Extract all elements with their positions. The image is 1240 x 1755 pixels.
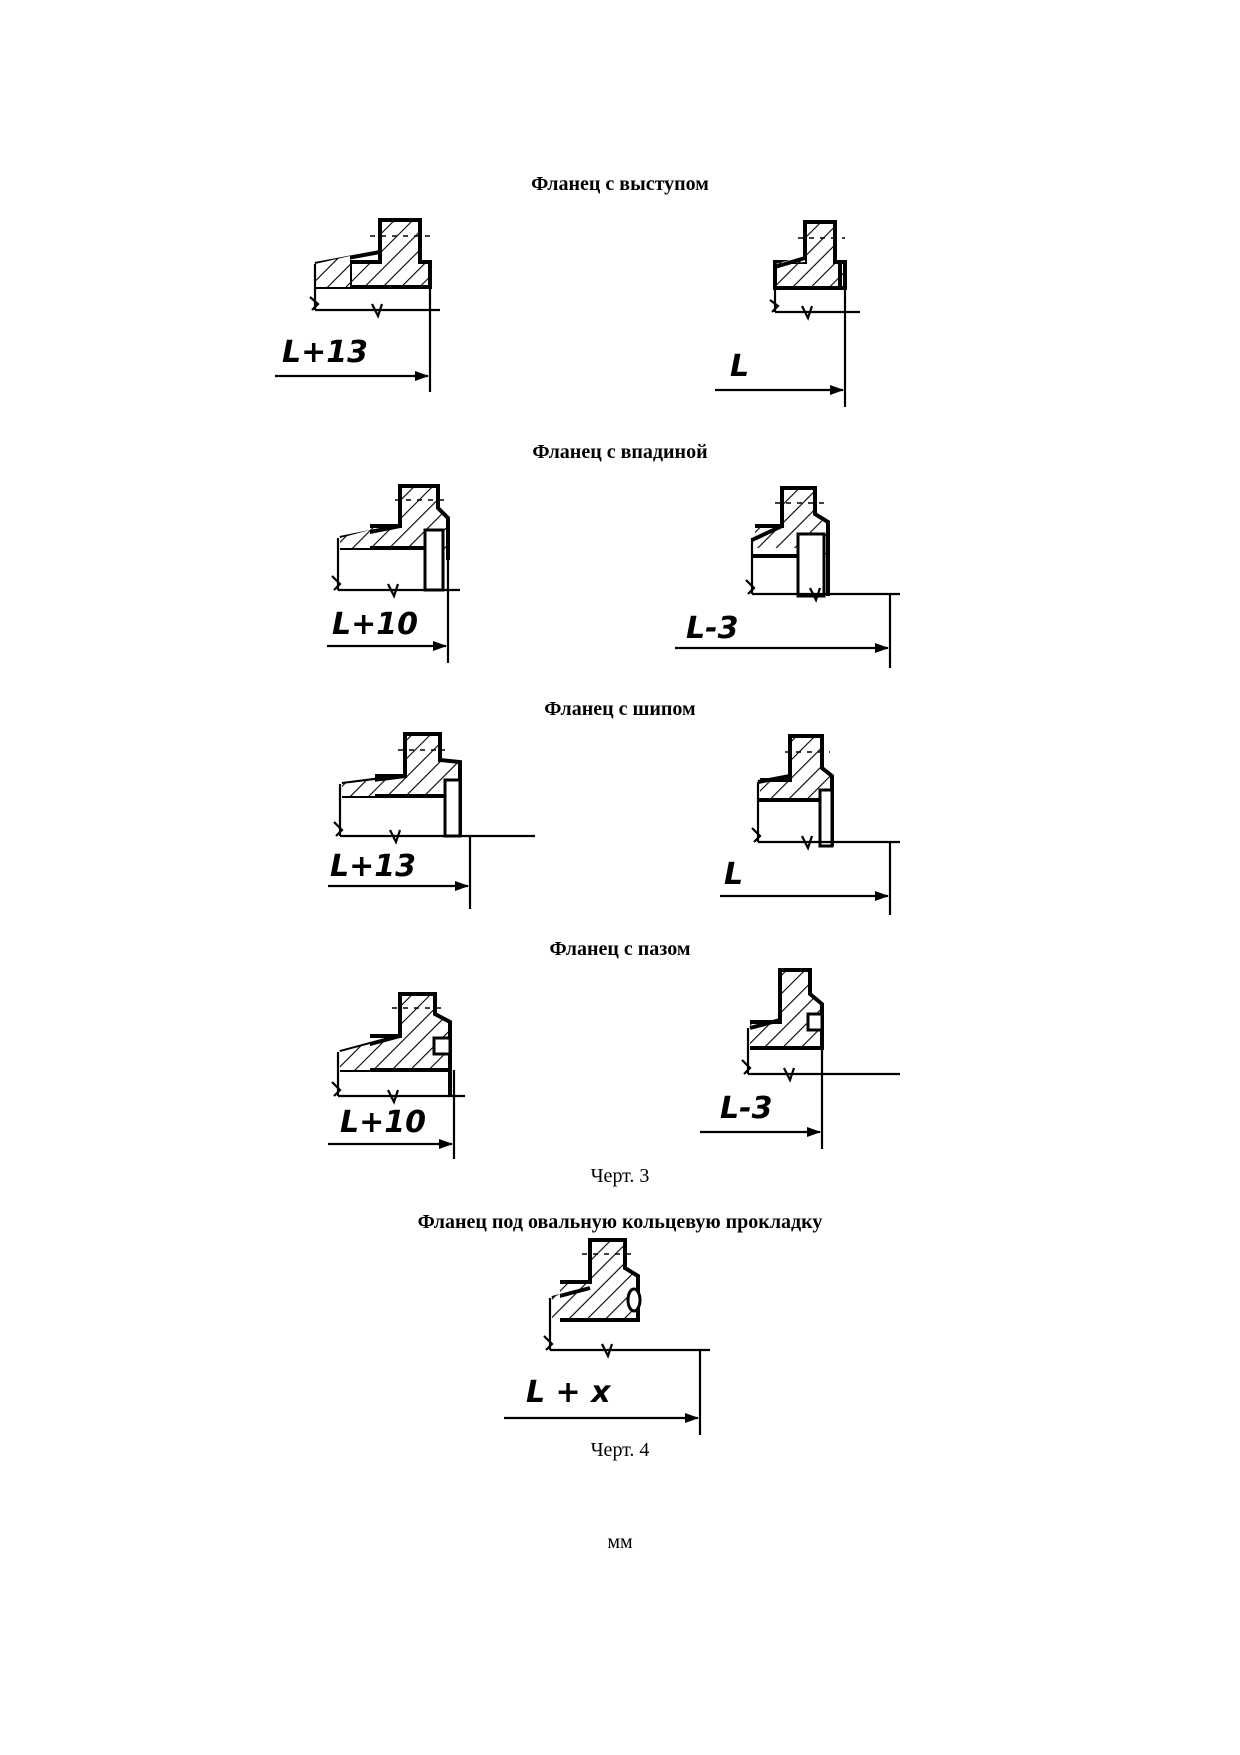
drawing-recess-left: L+10 (327, 484, 460, 663)
caption-figure-3: Черт. 3 (590, 1165, 650, 1187)
heading-tongue-flange: Фланец с шипом (544, 698, 696, 720)
drawing-groove-left: L+10 (328, 992, 465, 1159)
dimension-label: L+13 (330, 849, 416, 884)
units-label: мм (607, 1531, 633, 1553)
dimension-label: L + x (526, 1375, 612, 1410)
drawing-groove-right: L-3 (700, 968, 900, 1149)
heading-raised-face-flange: Фланец с выступом (531, 173, 709, 195)
heading-groove-flange: Фланец с пазом (549, 938, 691, 960)
dimension-label: L-3 (720, 1091, 772, 1126)
dimension-label: L (730, 349, 749, 384)
dimension-label: L+10 (340, 1105, 426, 1140)
drawing-tongue-left: L+13 (328, 732, 535, 909)
drawing-raised-face-right: L (715, 220, 860, 407)
dimension-label: L+13 (282, 335, 368, 370)
dimension-label: L (724, 857, 743, 892)
dimension-label: L-3 (686, 611, 738, 646)
dimension-label: L+10 (332, 607, 418, 642)
heading-oval-ring-flange: Фланец под овальную кольцевую прокладку (417, 1211, 823, 1233)
drawing-tongue-right: L (720, 734, 900, 915)
drawing-recess-right: L-3 (675, 486, 900, 668)
heading-recess-flange: Фланец с впадиной (532, 441, 708, 463)
caption-figure-4: Черт. 4 (590, 1439, 650, 1461)
drawing-raised-face-left: L+13 (275, 218, 440, 392)
drawing-oval-ring-flange: L + x (504, 1238, 710, 1435)
